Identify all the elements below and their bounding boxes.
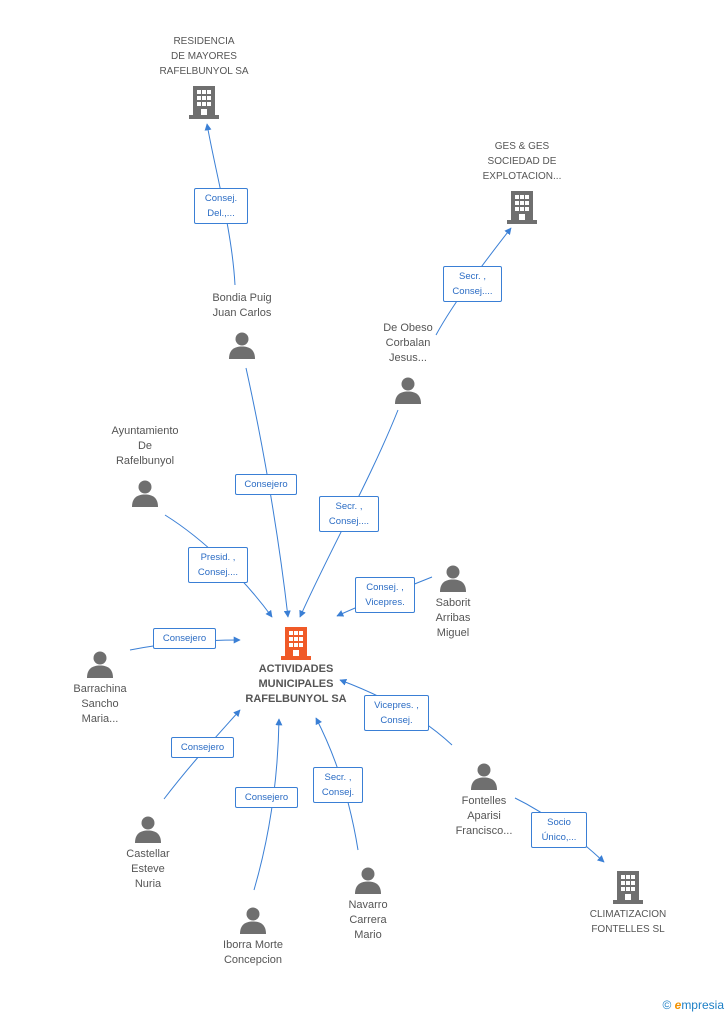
node-iborra[interactable]: Iborra Morte Concepcion (201, 906, 305, 968)
person-name: De Obeso Corbalan Jesus... (383, 322, 433, 364)
edge-label-navarro-center[interactable]: Secr. , Consej. (313, 767, 363, 803)
person-name: Navarro Carrera Mario (348, 899, 388, 941)
copyright-symbol: © (662, 998, 672, 1012)
person-icon (229, 332, 255, 359)
node-saborit[interactable]: Saborit Arribas Miguel (406, 564, 500, 641)
person-name: Saborit Arribas Miguel (435, 597, 471, 639)
node-climatizacion[interactable]: CLIMATIZACION FONTELLES SL (572, 870, 684, 937)
person-name: Fontelles Aparisi Francisco... (455, 795, 513, 837)
person-name: Bondia Puig Juan Carlos (212, 292, 272, 319)
person-icon (355, 867, 381, 894)
node-navarro[interactable]: Navarro Carrera Mario (320, 866, 416, 943)
edge-label-bondia-residencia[interactable]: Consej. Del.,... (194, 188, 248, 224)
person-icon (135, 816, 161, 843)
node-bondia[interactable]: Bondia Puig Juan Carlos (190, 291, 294, 359)
person-icon (240, 907, 266, 934)
person-name: Iborra Morte Concepcion (223, 939, 283, 966)
node-fontelles[interactable]: Fontelles Aparisi Francisco... (434, 762, 534, 839)
center-company-name: ACTIVIDADES MUNICIPALES RAFELBUNYOL SA (245, 663, 347, 705)
edge-label-bondia-center[interactable]: Consejero (235, 474, 297, 495)
brand-first-letter: e (674, 998, 682, 1012)
edge-label-fontelles-center[interactable]: Vicepres. , Consej. (364, 695, 429, 731)
edge-label-barrachina-center[interactable]: Consejero (153, 628, 216, 649)
edge-label-iborra-center[interactable]: Consejero (235, 787, 298, 808)
edge-label-castellar-center[interactable]: Consejero (171, 737, 234, 758)
empresia-watermark[interactable]: © empresia (662, 998, 724, 1012)
node-barrachina[interactable]: Barrachina Sancho Maria... (52, 650, 148, 727)
person-name: Ayuntamiento De Rafelbunyol (111, 425, 179, 467)
person-name: Castellar Esteve Nuria (126, 848, 170, 890)
person-icon (440, 565, 466, 592)
building-icon (613, 871, 643, 904)
node-castellar[interactable]: Castellar Esteve Nuria (100, 815, 196, 892)
company-name: GES & GES SOCIEDAD DE EXPLOTACION... (482, 141, 562, 182)
edge-label-fontelles-climatizacion[interactable]: Socio Único,... (531, 812, 587, 848)
person-icon (132, 480, 158, 507)
edge-label-deobeso-center[interactable]: Secr. , Consej.... (319, 496, 379, 532)
center-node[interactable]: ACTIVIDADES MUNICIPALES RAFELBUNYOL SA (236, 626, 356, 707)
building-icon (281, 627, 311, 660)
node-deobeso[interactable]: De Obeso Corbalan Jesus... (356, 321, 460, 404)
company-name: CLIMATIZACION FONTELLES SL (589, 909, 667, 935)
person-icon (471, 763, 497, 790)
brand-rest: mpresia (681, 998, 724, 1012)
node-ayuntamiento[interactable]: Ayuntamiento De Rafelbunyol (92, 424, 198, 507)
person-icon (87, 651, 113, 678)
node-residencia[interactable]: RESIDENCIA DE MAYORES RAFELBUNYOL SA (148, 34, 260, 119)
person-icon (395, 377, 421, 404)
company-name: RESIDENCIA DE MAYORES RAFELBUNYOL SA (159, 36, 249, 77)
edge-label-saborit-center[interactable]: Consej. , Vicepres. (355, 577, 415, 613)
node-gesges[interactable]: GES & GES SOCIEDAD DE EXPLOTACION... (466, 139, 578, 224)
building-icon (189, 86, 219, 119)
edge-label-ayuntamiento-center[interactable]: Presid. , Consej.... (188, 547, 248, 583)
building-icon (507, 191, 537, 224)
edge-label-deobeso-gesges[interactable]: Secr. , Consej.... (443, 266, 502, 302)
person-name: Barrachina Sancho Maria... (73, 683, 127, 725)
